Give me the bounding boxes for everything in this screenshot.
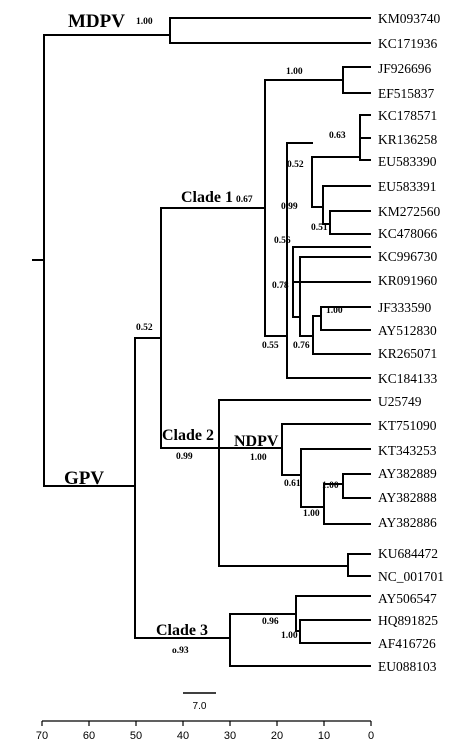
leaf-label-kc178571: KC178571	[378, 108, 437, 123]
support-value: 0.76	[293, 341, 310, 351]
leaf-label-eu583391: EU583391	[378, 179, 437, 194]
support-value: 0.55	[262, 341, 279, 351]
axis-tick-label: 50	[130, 730, 142, 742]
leaf-label-kr091960: KR091960	[378, 273, 438, 288]
support-value: 0.51	[311, 223, 328, 233]
leaf-label-af416726: AF416726	[378, 636, 436, 651]
leaf-label-kc171936: KC171936	[378, 36, 438, 51]
clade-label-3: Clade 3	[156, 622, 208, 639]
leaf-label-kr265071: KR265071	[378, 346, 437, 361]
clade-label-2: Clade 2	[162, 427, 214, 444]
axis-tick-label: 0	[368, 730, 374, 742]
leaf-labels: KM093740 KC171936 JF926696 EF515837 KC17…	[378, 11, 444, 674]
leaf-label-eu583390: EU583390	[378, 154, 437, 169]
support-value: 1.00	[326, 306, 343, 316]
axis-tick-label: 60	[83, 730, 95, 742]
distance-axis: 70 60 50 40 30 20 10 0	[36, 720, 374, 742]
scale-bar: 7.0	[183, 692, 216, 712]
group-labels: MDPV GPV Clade 1 Clade 2 Clade 3 NDPV	[64, 11, 279, 639]
support-value: 0.99	[176, 452, 193, 462]
leaf-label-u25749: U25749	[378, 394, 422, 409]
support-value: 0.56	[274, 236, 291, 246]
leaf-label-ay512830: AY512830	[378, 323, 437, 338]
support-value: 0.96	[262, 617, 279, 627]
leaf-label-kt343253: KT343253	[378, 443, 437, 458]
leaf-label-nc001701: NC_001701	[378, 569, 444, 584]
support-value: 1.00	[303, 509, 320, 519]
leaf-label-kt751090: KT751090	[378, 418, 437, 433]
leaf-label-jf926696: JF926696	[378, 61, 432, 76]
axis-tick-label: 10	[318, 730, 330, 742]
leaf-label-jf333590: JF333590	[378, 300, 432, 315]
support-value: 0.67	[236, 195, 253, 205]
support-value: 1.00	[322, 481, 339, 491]
clade-label-1: Clade 1	[181, 189, 233, 206]
group-label-gpv: GPV	[64, 468, 104, 489]
support-value: 1.00	[281, 631, 298, 641]
support-value: 0.99	[281, 202, 298, 212]
leaf-label-kc184133: KC184133	[378, 371, 438, 386]
axis-tick-label: 30	[224, 730, 236, 742]
support-value: 1.00	[286, 67, 303, 77]
support-value: 1.00	[136, 17, 153, 27]
support-value: 0.61	[284, 479, 301, 489]
leaf-label-ay382888: AY382888	[378, 490, 437, 505]
leaf-label-hq891825: HQ891825	[378, 613, 438, 628]
tree-branches	[32, 17, 371, 667]
leaf-label-ay382886: AY382886	[378, 515, 437, 530]
leaf-label-ay382889: AY382889	[378, 466, 437, 481]
support-value: 1.00	[250, 453, 267, 463]
leaf-label-kc996730: KC996730	[378, 249, 438, 264]
leaf-label-ef515837: EF515837	[378, 86, 435, 101]
leaf-label-eu088103: EU088103	[378, 659, 437, 674]
support-value: 0.78	[272, 281, 289, 291]
leaf-label-kc478066: KC478066	[378, 226, 438, 241]
leaf-label-ay506547: AY506547	[378, 591, 437, 606]
group-label-ndpv: NDPV	[234, 433, 279, 450]
scale-bar-label: 7.0	[193, 701, 207, 712]
support-value: 0.63	[329, 131, 346, 141]
support-value: 0.52	[136, 323, 153, 333]
leaf-label-kr136258: KR136258	[378, 132, 438, 147]
leaf-label-km093740: KM093740	[378, 11, 441, 26]
group-label-mdpv: MDPV	[68, 11, 125, 32]
leaf-label-km272560: KM272560	[378, 204, 441, 219]
axis-tick-label: 40	[177, 730, 189, 742]
support-value: 0.52	[287, 160, 304, 170]
axis-tick-label: 70	[36, 730, 48, 742]
leaf-label-ku684472: KU684472	[378, 546, 438, 561]
support-values: 1.00 0.67 0.52 0.99 o.93 1.00 0.63 0.52 …	[136, 17, 346, 656]
axis-tick-label: 20	[271, 730, 283, 742]
support-value: o.93	[172, 646, 189, 656]
